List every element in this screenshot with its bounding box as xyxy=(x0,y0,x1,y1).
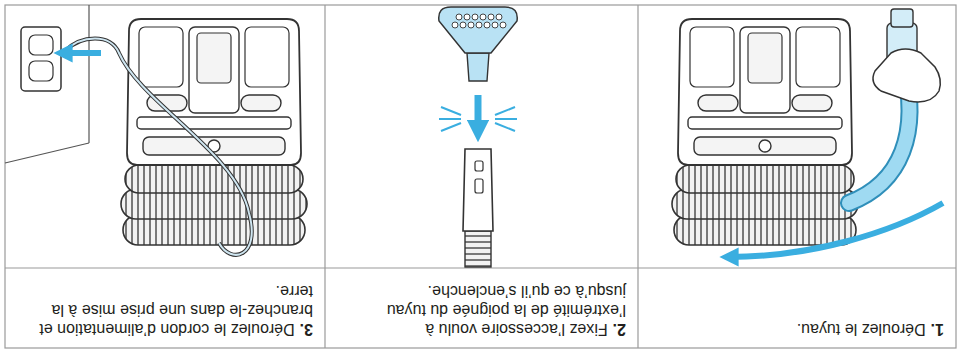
step-panel: 3.Déroulez le cordon d’alimentation et b… xyxy=(5,268,325,348)
step-instruction: Déroulez le cordon d’alimentation et bra… xyxy=(39,283,313,338)
step-instruction: Déroulez le tuyau. xyxy=(797,321,926,338)
step-panel: 2.Fixez l’accessoire voulu à l’extrémité… xyxy=(325,268,638,348)
step-instruction: Fixez l’accessoire voulu à l’extrémité d… xyxy=(387,283,626,338)
step-text: 1. Déroulez le tuyau. xyxy=(648,320,944,339)
step-text: 3.Déroulez le cordon d’alimentation et b… xyxy=(15,282,313,339)
step-number: 1. xyxy=(931,321,944,338)
step-text: 2.Fixez l’accessoire voulu à l’extrémité… xyxy=(364,282,626,339)
step-number: 2. xyxy=(613,321,626,338)
step-number: 3. xyxy=(300,321,313,338)
step-panel: 1. Déroulez le tuyau. xyxy=(638,268,956,348)
